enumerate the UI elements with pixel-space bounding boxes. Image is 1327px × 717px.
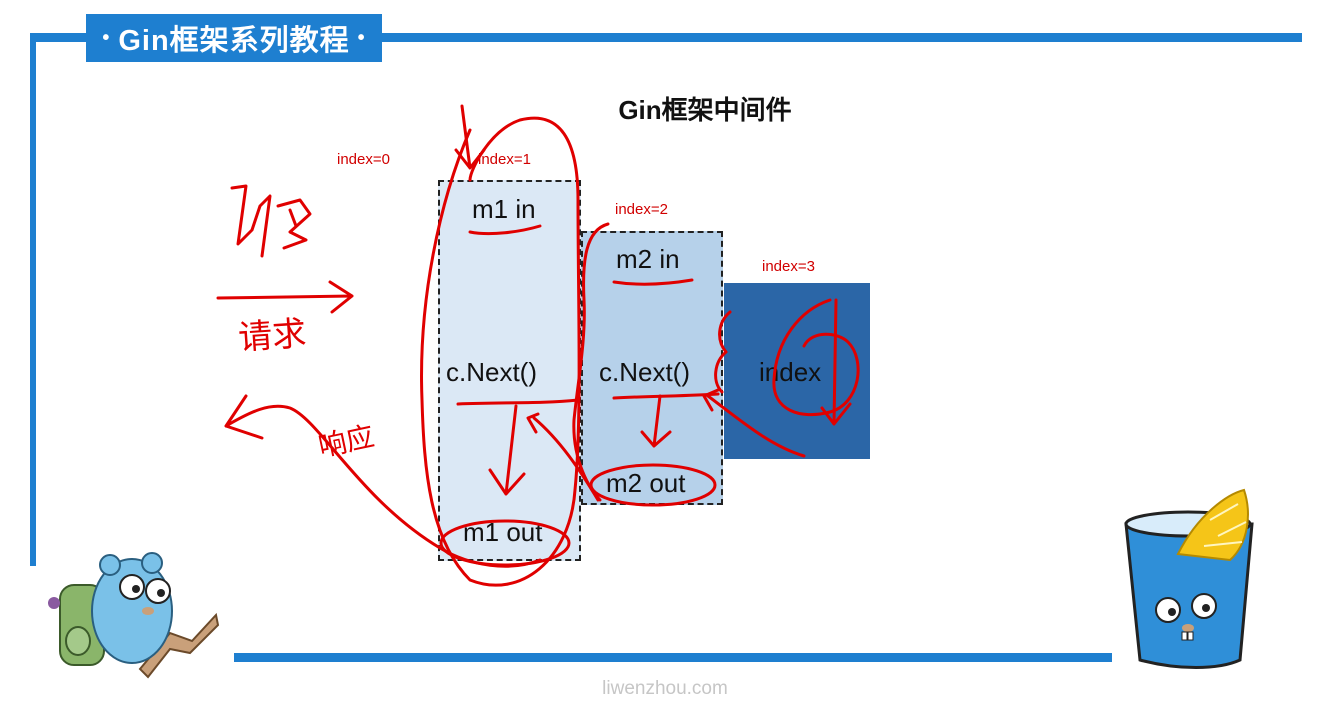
gopher-backpacker-icon xyxy=(48,552,220,679)
m1-in-label: m1 in xyxy=(472,194,536,224)
m1-loop xyxy=(420,116,581,587)
handler-down-arrow xyxy=(820,298,852,426)
series-badge: • Gin框架系列教程 • xyxy=(86,14,382,62)
m2-down-arrow xyxy=(640,394,672,448)
m1-in-underline xyxy=(468,224,542,236)
frame-bottom-bar xyxy=(234,653,1112,662)
index-label-0: index=0 xyxy=(337,151,390,168)
return-arrow-m1 xyxy=(526,412,600,502)
m1-next-label: c.Next() xyxy=(446,357,537,387)
gopher-in-glass-icon xyxy=(1124,488,1254,669)
request-arrow xyxy=(216,280,354,314)
m1-out-ellipse xyxy=(439,519,571,567)
m2-out-ellipse xyxy=(589,463,717,507)
m1-down-arrow xyxy=(488,404,526,496)
frame-top-bar xyxy=(30,33,1302,42)
m1-next-underline xyxy=(456,398,580,406)
badge-dot-right: • xyxy=(357,26,366,49)
handler-label: index xyxy=(759,357,822,387)
frame-left-bar xyxy=(30,38,36,566)
site-watermark: liwenzhou.com xyxy=(602,678,728,699)
badge-dot-left: • xyxy=(102,26,111,49)
brace-m2-handler xyxy=(714,310,732,394)
m2-next-underline xyxy=(612,392,720,400)
middleware-1-box xyxy=(438,180,581,561)
series-title: Gin框架系列教程 xyxy=(118,25,350,57)
middleware-2-box xyxy=(581,231,723,505)
m2-out-label: m2 out xyxy=(606,468,686,498)
return-arrow-m2 xyxy=(702,388,806,458)
m2-next-label: c.Next() xyxy=(599,357,690,387)
m1-entry-arrow xyxy=(454,104,486,170)
index-label-1: index=1 xyxy=(478,151,531,168)
handler-box xyxy=(724,283,870,459)
m2-in-label: m2 in xyxy=(616,244,680,274)
index-label-2: index=2 xyxy=(615,201,668,218)
brace-m1-m2 xyxy=(572,222,610,502)
slide-title: Gin框架中间件 xyxy=(618,95,792,125)
response-arrow xyxy=(224,394,542,568)
ink-scribble xyxy=(230,184,312,258)
handler-loop xyxy=(772,298,860,417)
m2-in-underline xyxy=(612,278,694,286)
index-label-3: index=3 xyxy=(762,258,815,275)
